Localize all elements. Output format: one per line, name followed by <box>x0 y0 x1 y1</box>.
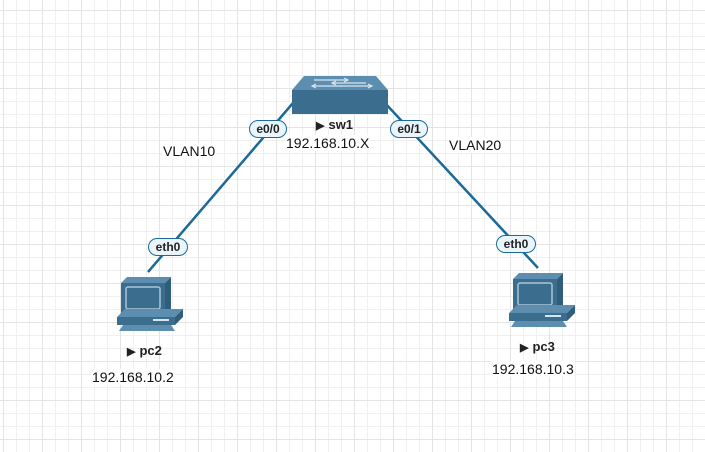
node-sw1-label[interactable]: ▶sw1 <box>316 117 354 132</box>
switch-icon <box>292 76 388 114</box>
node-sw1-ip: 192.168.10.X <box>285 135 371 151</box>
vlan-label-link1: VLAN10 <box>162 143 217 159</box>
node-sw1[interactable] <box>292 76 388 114</box>
vlan-label-link2: VLAN20 <box>448 137 503 153</box>
node-pc3-label[interactable]: ▶pc3 <box>520 339 555 354</box>
pc-icon <box>117 277 183 331</box>
start-icon: ▶ <box>127 346 136 358</box>
iface-sw1-e0-1[interactable]: e0/1 <box>390 120 428 138</box>
iface-pc3-eth0[interactable]: eth0 <box>496 235 536 253</box>
pc-icon <box>509 273 575 327</box>
node-pc2[interactable] <box>113 275 183 335</box>
start-icon: ▶ <box>316 120 325 132</box>
iface-sw1-e0-0[interactable]: e0/0 <box>249 120 287 138</box>
node-pc2-ip: 192.168.10.2 <box>91 369 175 385</box>
start-icon: ▶ <box>520 342 529 354</box>
node-pc3[interactable] <box>505 271 575 331</box>
node-pc3-ip: 192.168.10.3 <box>491 361 575 377</box>
node-pc2-label[interactable]: ▶pc2 <box>127 343 162 358</box>
iface-pc2-eth0[interactable]: eth0 <box>148 238 188 256</box>
